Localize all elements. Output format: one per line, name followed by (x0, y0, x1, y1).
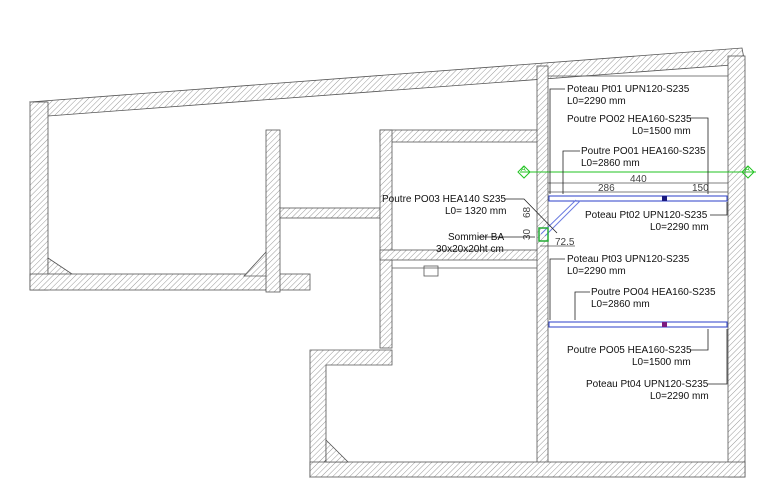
left-room-right-wall (265, 129, 281, 293)
label-po03-name: Poutre PO03 HEA140 S235 (382, 194, 506, 205)
bottom-wall (309, 461, 746, 478)
label-pt03-name: Poteau Pt03 UPN120-S235 (567, 254, 690, 265)
corridor-top-wall (279, 207, 381, 219)
lower-left-wall (309, 349, 393, 479)
left-wall (29, 101, 49, 291)
column-stub (423, 265, 439, 277)
axis-marker-right (741, 165, 755, 179)
label-pt04-length: L0=2290 mm (650, 391, 709, 402)
label-po05-name: Poutre PO05 HEA160-S235 (567, 345, 692, 356)
label-po04-length: L0=2860 mm (591, 299, 650, 310)
label-pt02-length: L0=2290 mm (650, 222, 709, 233)
axis-label-left: A (521, 166, 526, 173)
label-po04-name: Poutre PO04 HEA160-S235 (591, 287, 716, 298)
partition-wall (536, 65, 549, 467)
label-po03-length: L0= 1320 mm (445, 206, 506, 217)
axis-label-right: A (745, 166, 750, 173)
sommier-ba (538, 227, 549, 242)
left-bottom-wall (29, 273, 311, 291)
beam-joint (662, 196, 667, 201)
label-pt04-name: Poteau Pt04 UPN120-S235 (586, 379, 709, 390)
beam-joint (662, 322, 667, 327)
label-sommier-name: Sommier BA (448, 232, 504, 243)
label-po02-name: Poutre PO02 HEA160-S235 (567, 114, 692, 125)
left-room-corner (243, 250, 267, 277)
walls (28, 47, 746, 479)
label-pt01-name: Poteau Pt01 UPN120-S235 (567, 84, 690, 95)
dimension-total: 440 (630, 174, 647, 185)
label-po05-length: L0=1500 mm (632, 357, 691, 368)
dimension-diag-a: 68 (522, 206, 533, 218)
axis-marker-left (517, 165, 531, 179)
right-wall (727, 55, 746, 478)
bottom-left-corner (325, 439, 349, 463)
left-bottom-corner (47, 257, 77, 277)
room-left-wall (379, 129, 393, 349)
dimensions: 440 286 150 68 30 72.5 (522, 174, 728, 248)
annotations: Poteau Pt01 UPN120-S235 L0=2290 mm Poutr… (382, 84, 716, 402)
room-top-wall (379, 129, 539, 143)
label-pt01-length: L0=2290 mm (567, 96, 626, 107)
beam-po01 (548, 195, 728, 202)
dimension-diag-b: 30 (522, 228, 533, 240)
label-po02-length: L0=1500 mm (632, 126, 691, 137)
top-wall (28, 47, 746, 117)
beam-po04 (548, 321, 728, 328)
label-po01-name: Poutre PO01 HEA160-S235 (581, 146, 706, 157)
label-sommier-size: 30x20x20ht cm (436, 244, 504, 255)
label-pt02-name: Poteau Pt02 UPN120-S235 (585, 210, 708, 221)
beams (538, 195, 728, 328)
dimension-left: 286 (598, 183, 615, 194)
dimension-offset: 72.5 (555, 237, 575, 248)
label-po01-length: L0=2860 mm (581, 158, 640, 169)
leaders (478, 88, 728, 385)
dimension-right: 150 (692, 183, 709, 194)
axis-a: A A (517, 165, 756, 179)
label-pt03-length: L0=2290 mm (567, 266, 626, 277)
